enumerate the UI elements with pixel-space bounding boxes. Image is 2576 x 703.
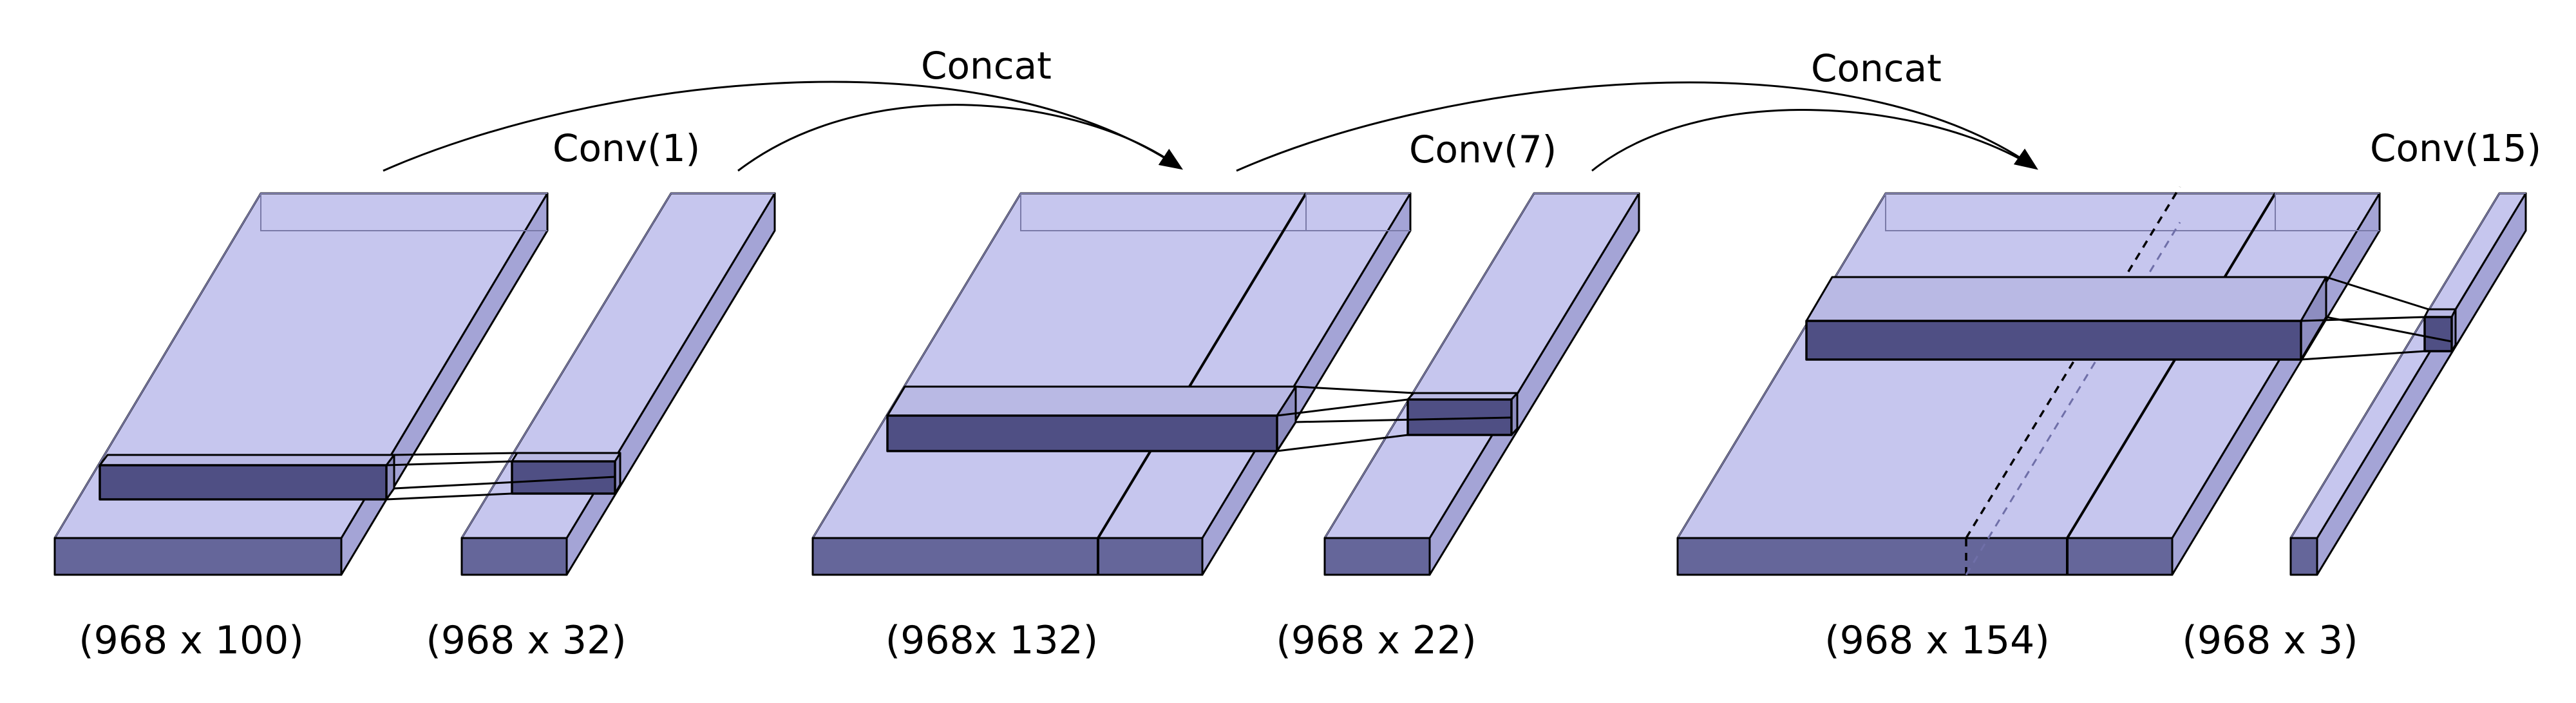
dimension-label-968x22: (968 x 22) (1276, 618, 1476, 663)
conv-label-1: Conv(1) (553, 126, 700, 170)
block-968x22 (1323, 192, 1640, 576)
dimension-label-968x3: (968 x 3) (2182, 618, 2358, 663)
dimension-label-968x100: (968 x 100) (79, 618, 304, 663)
selection-slab-2 (886, 385, 1297, 452)
block-968x154 (1676, 186, 2381, 576)
concat-label-1: Concat (921, 44, 1052, 88)
dimension-label-968x154: (968 x 154) (1824, 618, 2050, 663)
connector-lines-1 (386, 452, 616, 501)
selection-slab-3 (1805, 276, 2327, 361)
connector-lines-2 (1276, 385, 1512, 452)
concat-arrow-1 (383, 81, 1184, 172)
selection-slab-1 (99, 454, 395, 501)
dimension-label-968x132: (968x 132) (886, 618, 1098, 663)
kernel-conv1 (511, 452, 621, 495)
connector-lines-3 (2300, 276, 2452, 361)
kernel-conv7 (1406, 392, 1519, 436)
conv-label-7: Conv(7) (1409, 128, 1557, 171)
kernel-conv15 (2423, 308, 2457, 352)
concat-arrow-2 (1236, 81, 2038, 172)
block-968x132 (811, 192, 1412, 576)
conv-label-15: Conv(15) (2370, 126, 2541, 170)
dimension-label-968x32: (968 x 32) (426, 618, 626, 663)
concat-label-2: Concat (1811, 46, 1942, 90)
